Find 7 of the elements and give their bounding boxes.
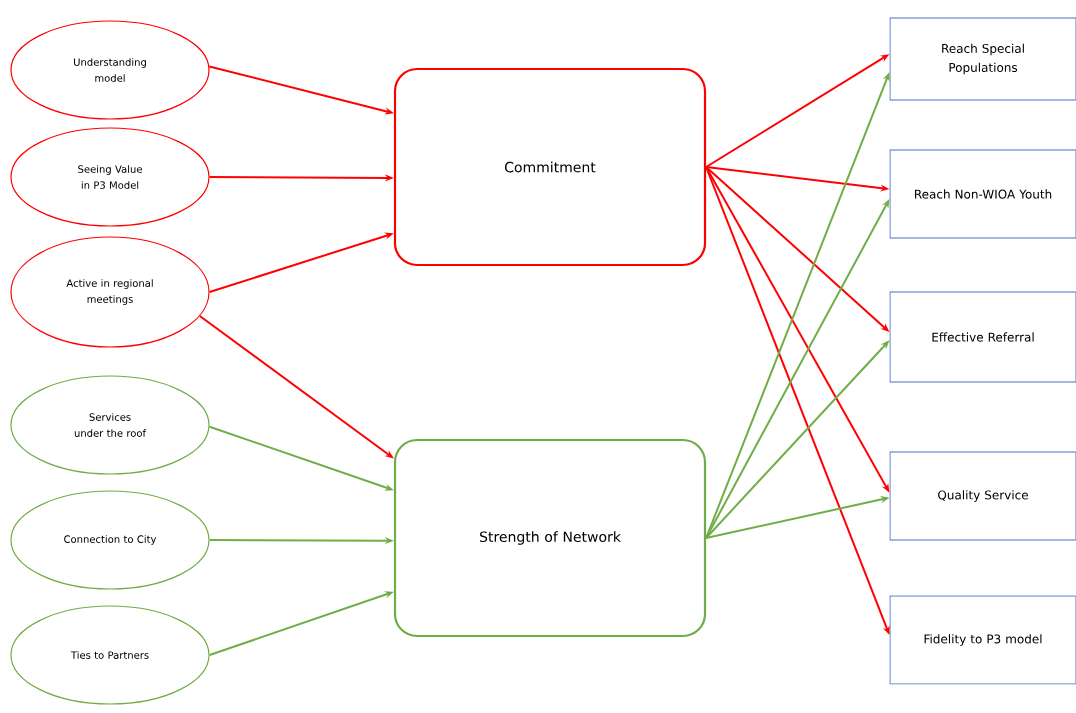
outcome-box: Reach Special Populations [889, 17, 1076, 101]
construct-box: Commitment [393, 67, 707, 267]
outcome-box: Quality Service [889, 451, 1076, 541]
outcome-box: Fidelity to P3 model [889, 595, 1076, 685]
construct-box: Strength of Network [393, 438, 707, 638]
outcome-box: Reach Non-WIOA Youth [889, 149, 1076, 239]
outcome-box: Effective Referral [889, 291, 1076, 383]
